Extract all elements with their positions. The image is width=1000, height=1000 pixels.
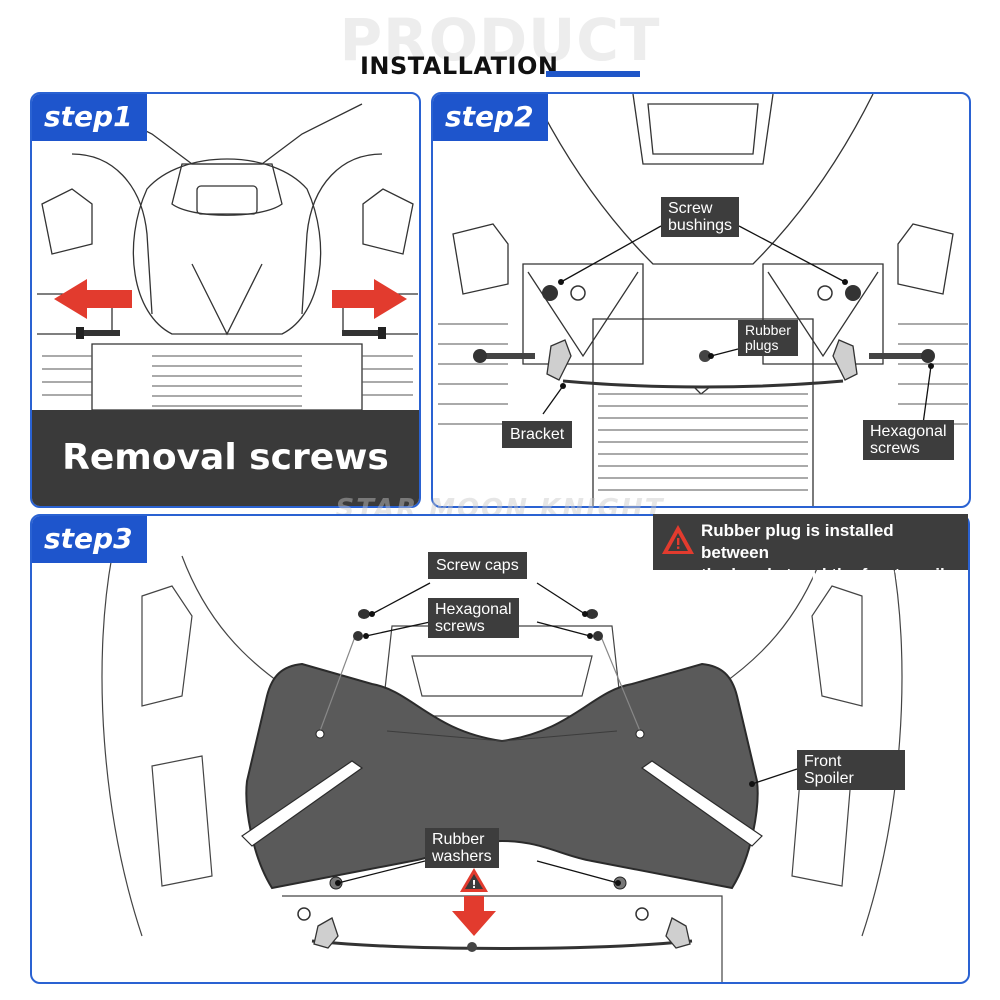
page-title: INSTALLATION bbox=[360, 52, 559, 80]
step3-tag: step3 bbox=[32, 516, 147, 563]
red-arrow-left-icon bbox=[54, 279, 132, 319]
step2-tag: step2 bbox=[433, 94, 548, 141]
bracket-label: Bracket bbox=[502, 421, 573, 448]
warning-line-2: the bracket and the front spoiler bbox=[701, 565, 961, 584]
title-accent-bar bbox=[546, 71, 640, 77]
step2-illustration bbox=[438, 94, 968, 506]
warning-triangle-icon bbox=[662, 525, 694, 554]
warning-triangle-icon: ! bbox=[460, 868, 488, 892]
rubber-plug-warning: Rubber plug is installed between the bra… bbox=[653, 514, 968, 584]
svg-text:!: ! bbox=[471, 878, 476, 891]
step1-illustration bbox=[37, 103, 418, 411]
hexagonal-screw-parts bbox=[473, 349, 935, 363]
removal-screws-caption: Removal screws bbox=[32, 410, 419, 506]
red-arrow-down-icon bbox=[452, 896, 496, 936]
screw-bushing-parts bbox=[542, 285, 861, 301]
step3-illustration: ! bbox=[101, 555, 903, 982]
screw-caps-label: Screw caps bbox=[428, 552, 527, 579]
red-arrow-right-icon bbox=[332, 279, 407, 319]
step1-tag: step1 bbox=[32, 94, 147, 141]
front-spoiler-part bbox=[241, 662, 763, 890]
step1-panel: step1 Removal screws bbox=[30, 92, 421, 508]
header-ghost-text: PRODUCT bbox=[339, 6, 661, 74]
removal-screws bbox=[76, 327, 386, 339]
warning-line-1: Rubber plug is installed between bbox=[701, 521, 894, 562]
